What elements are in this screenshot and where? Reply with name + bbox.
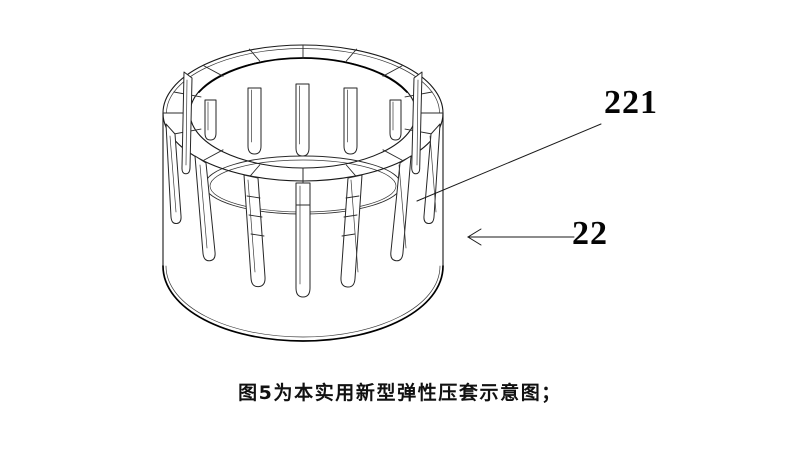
rim-outer-ellipse-echo-left xyxy=(166,48,304,114)
reference-number-22: 22 xyxy=(572,215,608,252)
callout-22: 22 xyxy=(467,215,608,252)
rim-outer-ellipse-echo-right xyxy=(302,48,440,114)
front-slot xyxy=(194,155,216,262)
rim-slot xyxy=(411,71,423,175)
front-slot xyxy=(165,123,182,225)
front-slot-group xyxy=(165,123,441,298)
back-slot xyxy=(247,87,262,155)
reference-number-221: 221 xyxy=(604,84,658,121)
cylinder-bottom-arc xyxy=(162,265,444,342)
back-slot xyxy=(389,99,402,141)
front-slot xyxy=(295,167,311,298)
back-slot xyxy=(204,99,217,141)
rim-slot-group xyxy=(181,71,423,175)
front-slot xyxy=(243,174,266,288)
leader-line-221 xyxy=(416,123,602,202)
front-slot xyxy=(340,174,363,288)
front-slot xyxy=(423,123,441,225)
front-slot xyxy=(390,155,412,262)
arrow-head-22 xyxy=(467,228,482,246)
rim-slot xyxy=(181,71,193,175)
back-slot xyxy=(295,83,310,157)
cylinder-bottom-arc-inner xyxy=(165,265,441,338)
back-slot xyxy=(343,87,358,155)
callout-221: 221 xyxy=(416,84,658,202)
figure-caption: 图5为本实用新型弹性压套示意图； xyxy=(238,382,562,404)
back-wall-slot-group xyxy=(204,83,402,157)
